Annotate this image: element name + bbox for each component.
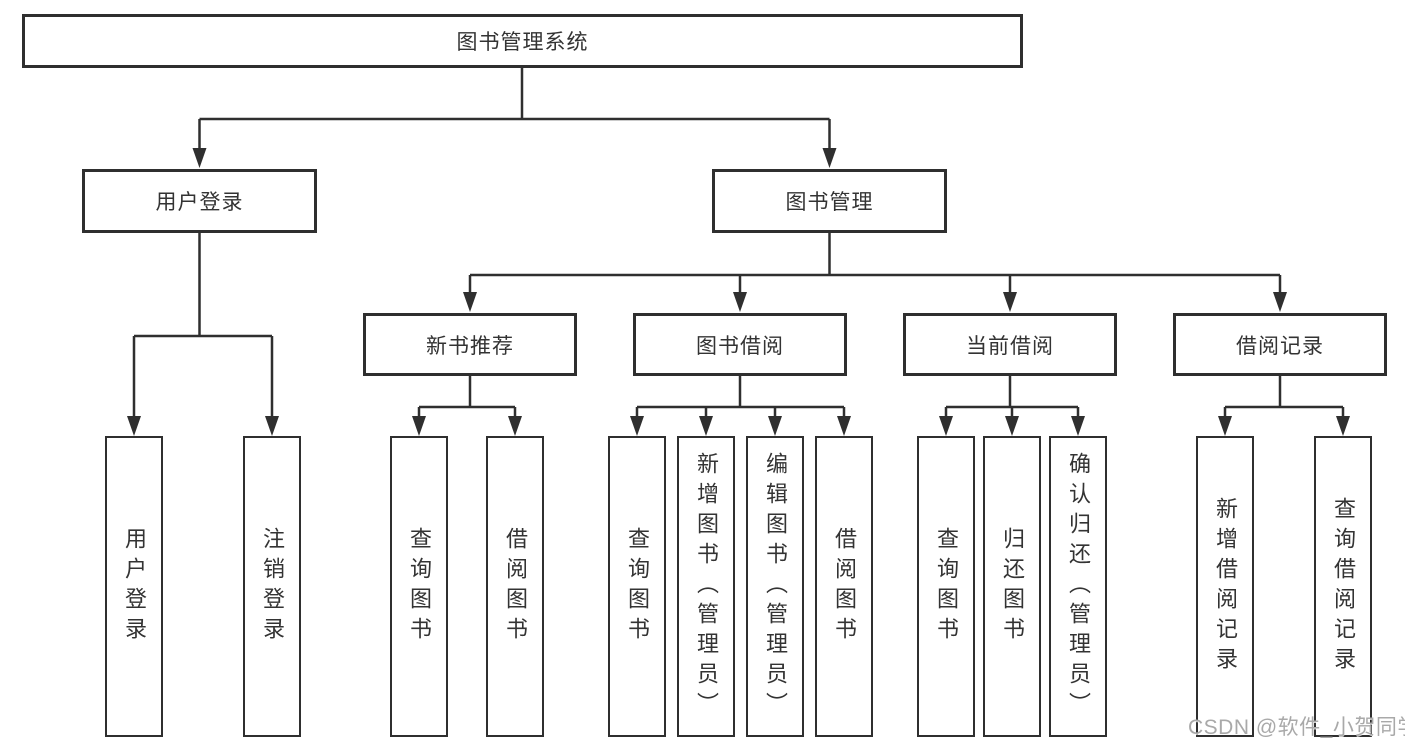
node-borrow-books-leaf: 借阅图书: [815, 436, 873, 737]
node-new-book-recommend-label: 新书推荐: [426, 334, 514, 358]
node-current-borrow: 当前借阅: [903, 313, 1117, 376]
node-add-book-admin-label: 新增图书（管理员）: [694, 451, 719, 722]
node-borrow-books-leaf-label: 借阅图书: [832, 526, 857, 647]
node-query-books-current: 查询图书: [917, 436, 975, 737]
node-return-book-label: 归还图书: [1000, 526, 1025, 647]
node-add-borrow-record-label: 新增借阅记录: [1213, 496, 1238, 677]
connector-current-borrow-children: [939, 376, 1085, 436]
node-book-borrow-label: 图书借阅: [696, 334, 784, 358]
node-borrow-records: 借阅记录: [1173, 313, 1387, 376]
node-confirm-return-admin: 确认归还（管理员）: [1049, 436, 1107, 737]
node-edit-book-admin-label: 编辑图书（管理员）: [763, 451, 788, 722]
node-return-book: 归还图书: [983, 436, 1041, 737]
node-query-borrow-record-label: 查询借阅记录: [1331, 496, 1356, 677]
node-query-books-recommend-label: 查询图书: [407, 526, 432, 647]
node-query-books-borrow-label: 查询图书: [625, 526, 650, 647]
node-add-borrow-record: 新增借阅记录: [1196, 436, 1254, 737]
node-query-borrow-record: 查询借阅记录: [1314, 436, 1372, 737]
node-logout-label: 注销登录: [260, 526, 285, 647]
node-edit-book-admin: 编辑图书（管理员）: [746, 436, 804, 737]
connector-book-management-to-level3: [463, 233, 1287, 312]
connector-root-to-level2: [192, 68, 837, 168]
node-query-books-borrow: 查询图书: [608, 436, 666, 737]
csdn-watermark: CSDN @软件_小贺同学: [1188, 716, 1405, 739]
connector-user-login-children: [127, 233, 279, 436]
node-add-book-admin: 新增图书（管理员）: [677, 436, 735, 737]
node-borrow-books-recommend-label: 借阅图书: [503, 526, 528, 647]
node-book-management-label: 图书管理: [785, 191, 874, 214]
node-borrow-records-label: 借阅记录: [1236, 334, 1324, 358]
connector-borrow-record-children: [1218, 375, 1350, 436]
node-query-books-current-label: 查询图书: [934, 526, 959, 647]
connector-book-borrow-children: [630, 376, 851, 436]
node-root: 图书管理系统: [22, 14, 1023, 68]
node-logout: 注销登录: [243, 436, 301, 737]
node-user-login: 用户登录: [82, 169, 317, 233]
node-confirm-return-admin-label: 确认归还（管理员）: [1066, 451, 1091, 722]
node-user-login-leaf-label: 用户登录: [122, 526, 147, 647]
node-new-book-recommend: 新书推荐: [363, 313, 577, 376]
node-user-login-leaf: 用户登录: [105, 436, 163, 737]
node-borrow-books-recommend: 借阅图书: [486, 436, 544, 737]
node-book-borrow: 图书借阅: [633, 313, 847, 376]
connector-new-book-children: [412, 376, 522, 436]
node-book-management: 图书管理: [712, 169, 947, 233]
node-user-login-label: 用户登录: [155, 191, 244, 214]
node-current-borrow-label: 当前借阅: [966, 334, 1054, 358]
node-query-books-recommend: 查询图书: [390, 436, 448, 737]
node-root-label: 图书管理系统: [456, 31, 589, 54]
